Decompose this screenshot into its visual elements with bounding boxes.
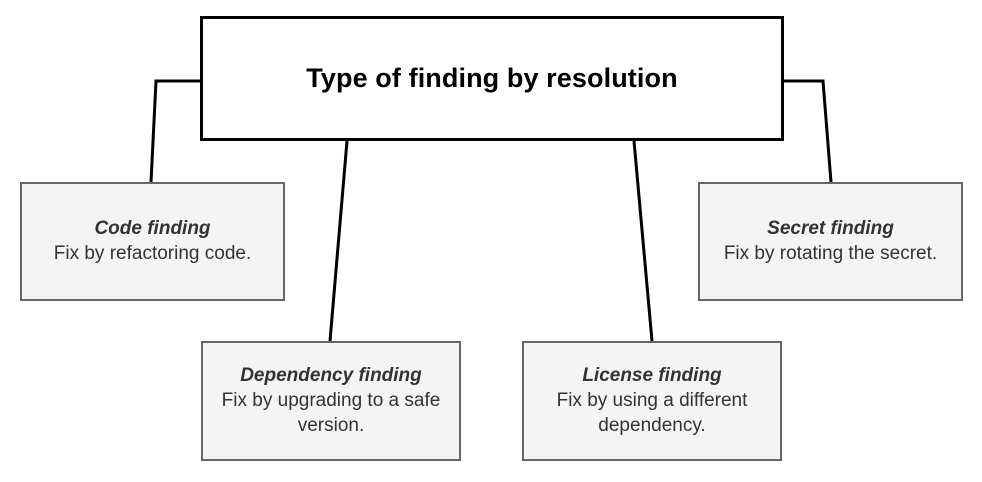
connector-root-to-license-finding (632, 140, 654, 342)
connector-root-to-secret-finding (784, 79, 833, 183)
node-license-finding[interactable]: License finding Fix by using a different… (522, 341, 782, 461)
node-license-finding-description: Fix by using a different dependency. (556, 390, 748, 436)
connector-root-to-code-finding (149, 79, 200, 183)
node-secret-finding[interactable]: Secret finding Fix by rotating the secre… (698, 182, 963, 301)
connector-root-to-dependency-finding (328, 140, 349, 342)
node-root[interactable]: Type of finding by resolution (200, 16, 784, 141)
node-code-finding-title: Code finding (94, 217, 211, 239)
node-license-finding-title: License finding (582, 365, 722, 387)
node-dependency-finding-description: Fix by upgrading to a safe version. (221, 390, 441, 436)
node-secret-finding-title: Secret finding (767, 217, 894, 239)
node-code-finding[interactable]: Code finding Fix by refactoring code. (20, 182, 285, 301)
node-secret-finding-description: Fix by rotating the secret. (723, 243, 938, 264)
node-root-title: Type of finding by resolution (306, 62, 678, 93)
node-dependency-finding[interactable]: Dependency finding Fix by upgrading to a… (201, 341, 461, 461)
node-code-finding-description: Fix by refactoring code. (53, 243, 252, 264)
node-dependency-finding-title: Dependency finding (240, 365, 422, 387)
